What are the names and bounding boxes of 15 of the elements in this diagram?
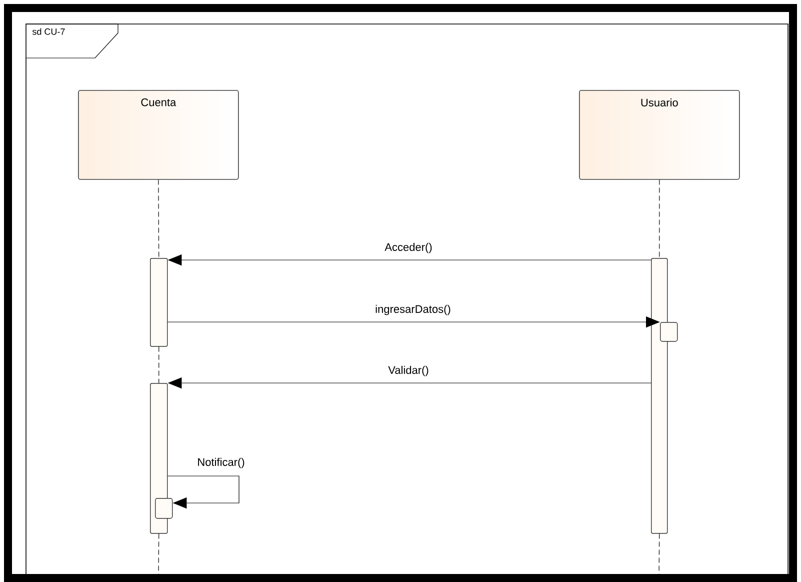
edge-label: Notificar()	[196, 456, 246, 470]
lifeline-box: Cuenta	[78, 90, 239, 180]
activation-bar	[150, 258, 168, 347]
activation-bar	[150, 383, 168, 534]
message-arrow	[167, 476, 240, 509]
edge-label: ingresarDatos()	[374, 304, 452, 316]
lifeline	[659, 180, 660, 258]
lifeline-box: Usuario	[579, 90, 740, 180]
edge-label: Acceder()	[384, 242, 434, 254]
lifeline	[158, 180, 160, 258]
edge-label: Validar()	[387, 364, 430, 378]
activation-box	[660, 322, 678, 342]
lifeline	[158, 346, 160, 384]
activation-box	[155, 498, 173, 519]
activation-bar	[651, 258, 668, 534]
